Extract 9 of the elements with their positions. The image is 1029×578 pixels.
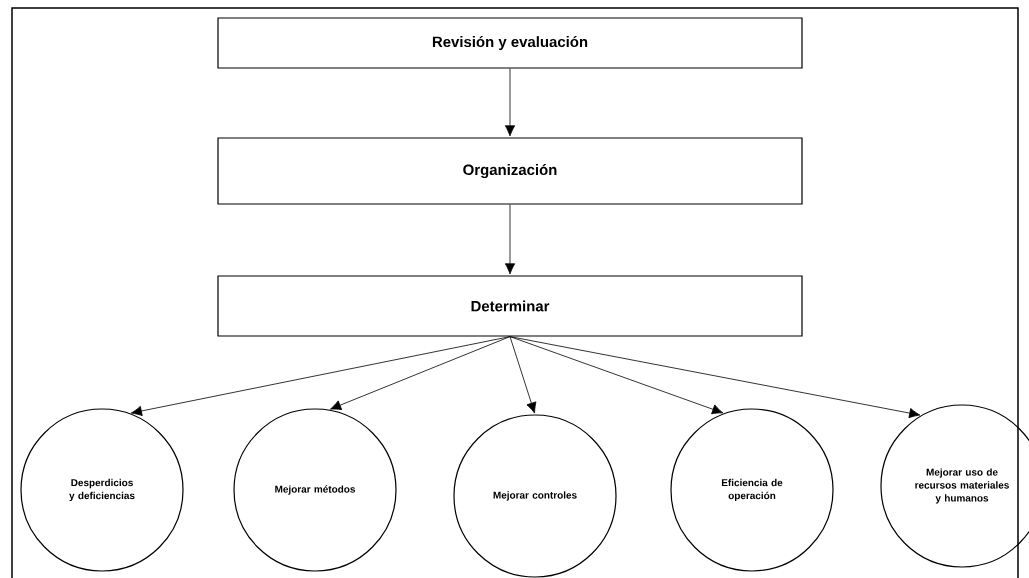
arrow: [504, 204, 516, 275]
arrow: [504, 68, 516, 137]
arrow: [509, 336, 537, 414]
arrow: [330, 336, 511, 411]
arrow: [509, 336, 921, 419]
process-box: Revisión y evaluación: [217, 17, 803, 69]
process-box: Organización: [217, 137, 803, 205]
arrow: [130, 336, 511, 417]
process-box: Determinar: [217, 275, 803, 337]
